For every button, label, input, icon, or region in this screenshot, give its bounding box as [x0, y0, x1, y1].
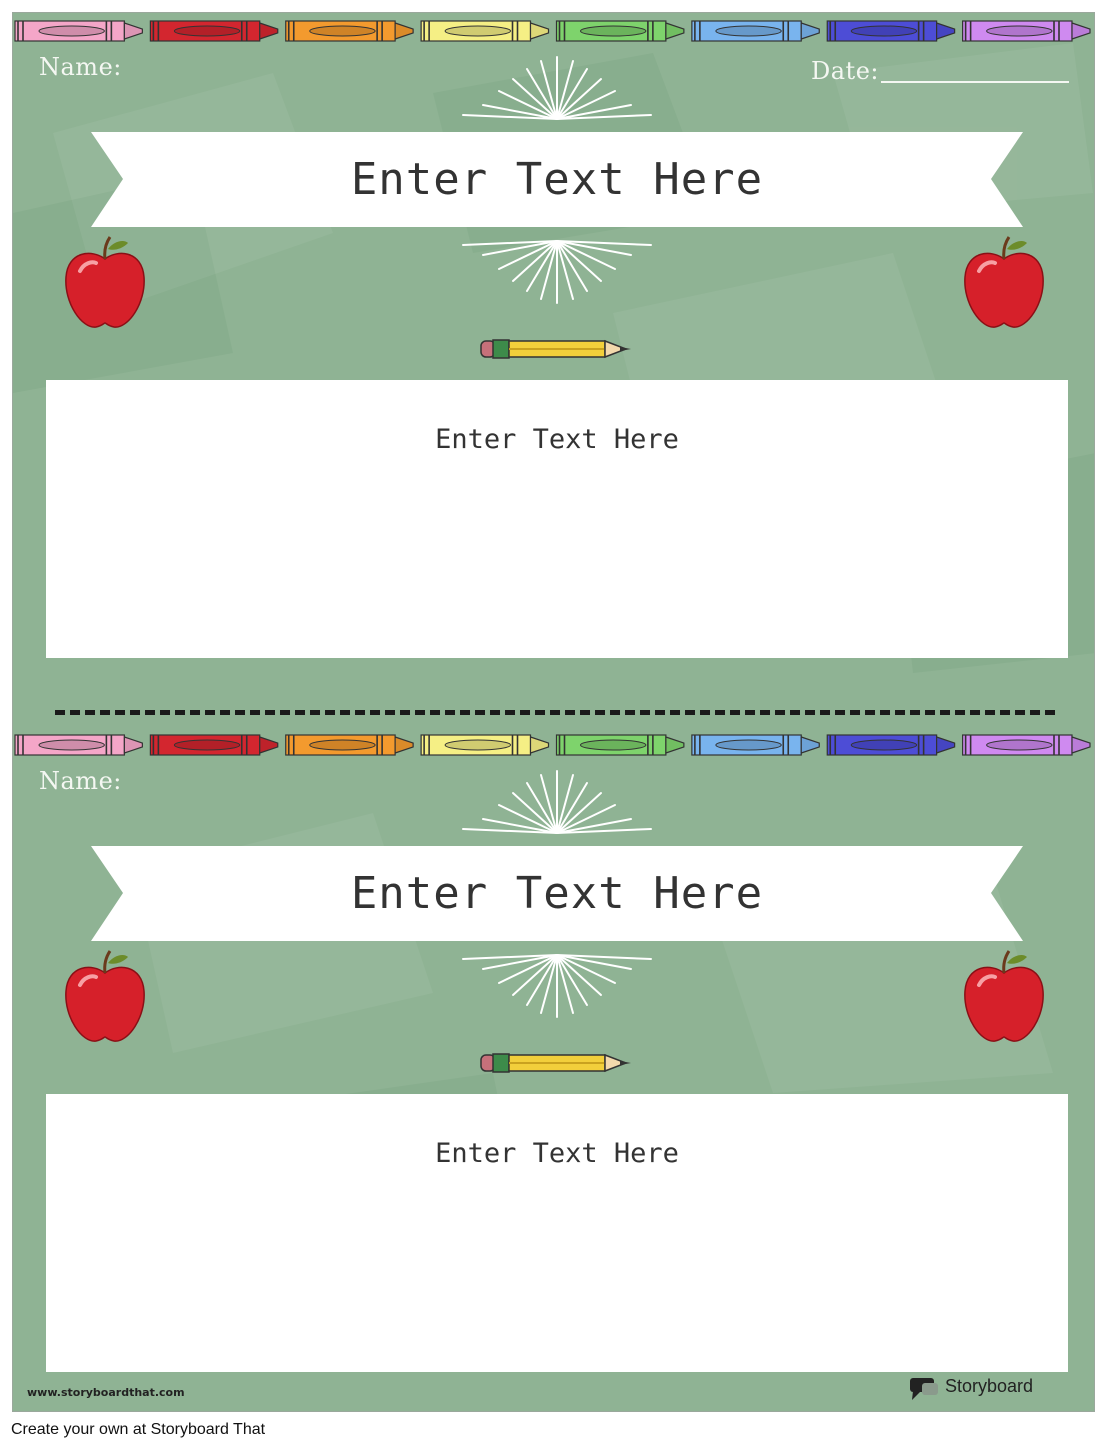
- crayon-icon: [691, 734, 820, 756]
- watermark-url: www.storyboardthat.com: [27, 1386, 185, 1399]
- answer-box-text[interactable]: Enter Text Here: [435, 1138, 679, 1169]
- crayon-icon: [555, 20, 685, 42]
- sunburst-icon: [462, 56, 652, 120]
- sunburst-icon: [462, 954, 652, 1018]
- crayon-icon: [691, 20, 820, 42]
- sunburst-icon: [462, 770, 652, 834]
- crayon-icon: [149, 734, 279, 756]
- crayon-icon: [420, 734, 550, 756]
- date-line: [881, 81, 1069, 83]
- title-banner: Enter Text Here: [91, 132, 1023, 227]
- apple-icon: [964, 236, 1044, 328]
- crayon-icon: [962, 734, 1091, 756]
- brand-text: Storyboard: [945, 1376, 1034, 1396]
- crayon-icon: [285, 734, 414, 756]
- cut-line: [55, 710, 1055, 715]
- sunburst-icon: [462, 240, 652, 304]
- date-label: Date:: [811, 57, 879, 85]
- name-label: Name:: [39, 53, 122, 81]
- apple-icon: [65, 236, 145, 328]
- name-label: Name:: [39, 767, 122, 795]
- answer-box-text[interactable]: Enter Text Here: [435, 424, 679, 455]
- answer-box[interactable]: Enter Text Here: [46, 1094, 1068, 1372]
- answer-box[interactable]: Enter Text Here: [46, 380, 1068, 658]
- crayon-icon: [420, 20, 550, 42]
- apple-icon: [964, 950, 1044, 1042]
- crayon-icon: [555, 734, 685, 756]
- worksheet: Name: Date: Enter Text Here: [12, 12, 1095, 1412]
- crayon-icon: [14, 20, 143, 42]
- banner-title[interactable]: Enter Text Here: [350, 154, 764, 205]
- title-banner: Enter Text Here: [91, 846, 1023, 941]
- pencil-icon: [480, 339, 631, 359]
- crayon-border-top: [14, 20, 1091, 42]
- crayon-icon: [826, 20, 956, 42]
- crayon-icon: [962, 20, 1091, 42]
- crayon-icon: [285, 20, 414, 42]
- crayon-icon: [149, 20, 279, 42]
- pencil-icon: [480, 1053, 631, 1073]
- ribbon-shape: [91, 132, 1023, 227]
- ribbon-shape: [91, 846, 1023, 941]
- banner-title[interactable]: Enter Text Here: [350, 868, 764, 919]
- crayon-icon: [14, 734, 143, 756]
- speech-bubble-icon: [910, 1378, 938, 1400]
- footer-link[interactable]: Create your own at Storyboard That: [11, 1421, 266, 1438]
- crayon-border-middle: [14, 734, 1091, 756]
- crayon-icon: [826, 734, 956, 756]
- brand-logo[interactable]: Storyboard: [909, 1375, 1079, 1401]
- apple-icon: [65, 950, 145, 1042]
